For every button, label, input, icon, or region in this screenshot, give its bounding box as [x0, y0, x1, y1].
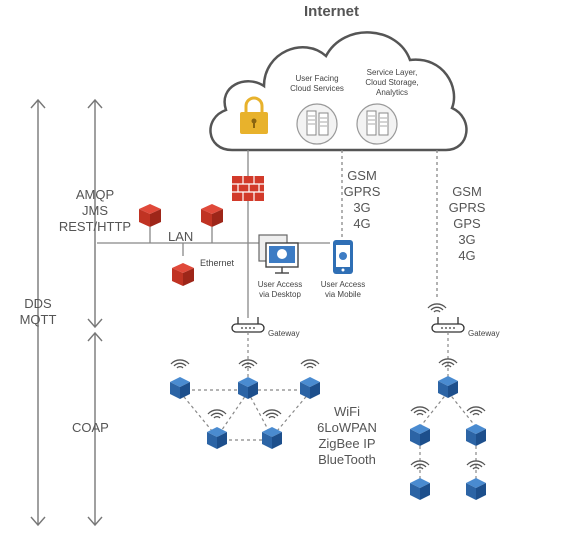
desktop-access-line-2: via Desktop — [259, 290, 301, 299]
wireless-6lowpan: 6LoWPAN — [317, 420, 377, 435]
internet-cloud — [209, 31, 468, 152]
gateway-right-label: Gateway — [468, 329, 500, 338]
service-layer-server-icon — [356, 103, 398, 145]
firewall-icon — [232, 176, 264, 201]
cellular-mid-3g: 3G — [353, 200, 371, 215]
tree-node-2 — [410, 406, 430, 446]
mobile-access-line-1: User Access — [320, 280, 366, 289]
service-layer-line-3: Analytics — [375, 88, 408, 97]
user-facing-line-1: User Facing — [295, 74, 339, 83]
cellular-mid-4g: 4G — [353, 216, 371, 231]
gateway-right-icon — [431, 316, 465, 333]
wireless-bluetooth: BlueTooth — [318, 452, 376, 467]
wireless-zigbee-ip: ZigBee IP — [318, 436, 376, 451]
mesh-node-4 — [207, 409, 227, 449]
mobile-access-label: User Access via Mobile — [308, 280, 378, 300]
tree-links — [419, 332, 477, 482]
protocol-dds: DDS — [24, 296, 52, 311]
lan-device-2 — [201, 204, 223, 227]
lock-icon — [240, 96, 268, 134]
wireless-protocols-label: WiFi 6LoWPAN ZigBee IP BlueTooth — [306, 404, 388, 468]
protocol-rest-http: REST/HTTP — [58, 219, 132, 234]
gateway-left-icon — [231, 316, 265, 333]
lan-label: LAN — [168, 229, 194, 244]
desktop-access-label: User Access via Desktop — [245, 280, 315, 300]
cellular-right-4g: 4G — [458, 248, 476, 263]
protocol-mqtt: MQTT — [19, 312, 57, 327]
cellular-dashed-lines — [341, 150, 438, 298]
user-facing-label: User Facing Cloud Services — [282, 74, 352, 94]
user-facing-line-2: Cloud Services — [290, 84, 344, 93]
dds-mqtt-span-arrow — [30, 98, 46, 527]
lan-device-3 — [172, 263, 194, 286]
service-layer-line-1: Service Layer, — [366, 68, 418, 77]
cellular-right-label: GSM GPRS GPS 3G 4G — [438, 184, 496, 264]
cellular-right-gsm: GSM — [452, 184, 482, 199]
dds-mqtt-label: DDS MQTT — [10, 296, 66, 328]
protocol-amqp: AMQP — [75, 187, 115, 202]
internet-title: Internet — [304, 3, 360, 20]
cellular-right-gps: GPS — [453, 216, 481, 231]
mesh-node-3 — [300, 359, 320, 399]
mobile-access-line-2: via Mobile — [324, 290, 361, 299]
user-facing-server-icon — [296, 103, 338, 145]
app-protocols-label: AMQP JMS REST/HTTP — [40, 187, 150, 235]
desktop-access-line-1: User Access — [257, 280, 303, 289]
cellular-right-3g: 3G — [458, 232, 476, 247]
amqp-span-arrow — [87, 98, 103, 329]
mesh-node-1 — [170, 359, 190, 399]
ethernet-label: Ethernet — [200, 258, 235, 268]
coap-label: COAP — [72, 420, 109, 435]
mobile-icon — [333, 240, 353, 274]
gateway-right-wifi-icon — [427, 303, 447, 313]
protocol-jms: JMS — [82, 203, 108, 218]
mesh-node-2 — [238, 359, 258, 399]
cellular-mid-gprs: GPRS — [343, 184, 381, 199]
service-layer-line-2: Cloud Storage, — [365, 78, 419, 87]
service-layer-label: Service Layer, Cloud Storage, Analytics — [352, 68, 432, 98]
gateway-left-label: Gateway — [268, 329, 300, 338]
cellular-mid-gsm: GSM — [347, 168, 377, 183]
cellular-mid-label: GSM GPRS 3G 4G — [332, 168, 392, 232]
tree-node-3 — [466, 406, 486, 446]
wireless-wifi: WiFi — [334, 404, 360, 419]
cellular-right-gprs: GPRS — [448, 200, 486, 215]
desktop-icon — [258, 234, 299, 274]
coap-span-arrow — [87, 331, 103, 527]
